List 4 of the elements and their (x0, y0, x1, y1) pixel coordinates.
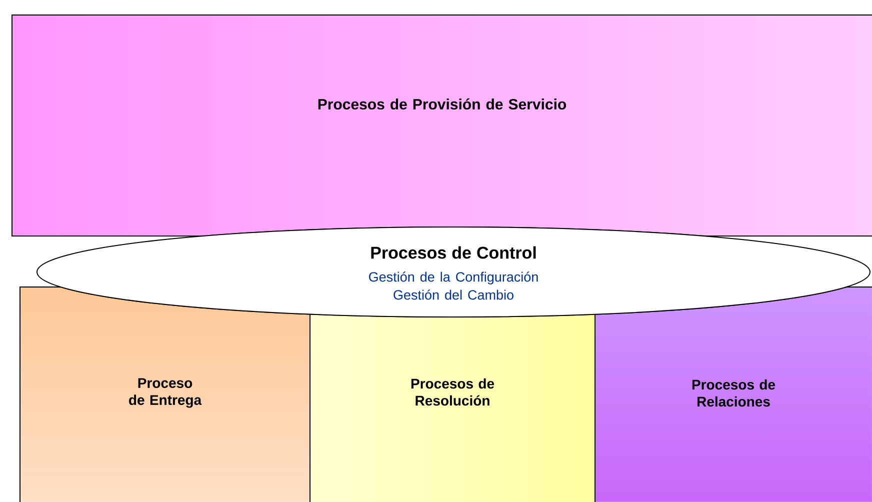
process-box: Proceso de Entrega (20, 286, 310, 502)
service-process-box: Procesos de Provisión de Servicio (12, 14, 872, 236)
process-box: Procesos de Relaciones (594, 286, 872, 502)
process-box: Procesos de Resolución (310, 314, 596, 502)
